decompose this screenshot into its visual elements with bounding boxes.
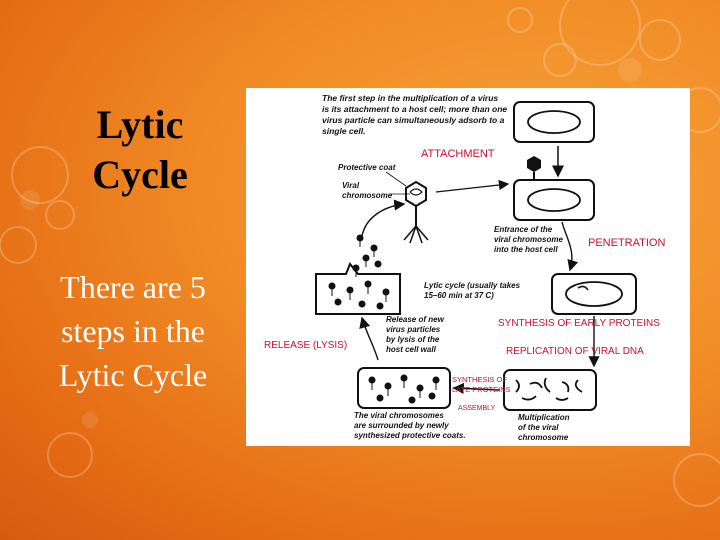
lysing-cell [315,234,401,315]
label-surrounded: The viral chromosomes are surrounded by … [354,411,466,440]
body-line: There are 5 [60,269,206,305]
arrow [359,316,379,361]
diagram-svg: The first step in the multiplication of … [264,93,665,442]
arrow [452,382,501,395]
label-viral-chromosome: Viral chromosome [342,181,393,200]
label-entrance: Entrance of the viral chromosome into th… [494,225,565,254]
step-penetration: PENETRATION [588,237,665,249]
step-synthesis-early: SYNTHESIS OF EARLY PROTEINS [498,318,660,329]
assembled-cell [357,367,451,409]
intro-text: The first step in the multiplication of … [322,93,510,136]
label-protective-coat: Protective coat [338,163,396,172]
host-cell-1 [513,101,595,143]
title-line: Lytic [96,102,184,147]
host-cell-2 [513,156,595,221]
host-cell-3 [551,273,637,315]
slide-title: Lytic Cycle [40,100,240,200]
arrow [361,199,406,237]
multiplication-cell [503,369,597,411]
slide-body-text: There are 5 steps in the Lytic Cycle [28,265,238,397]
label-lytic-cycle: Lytic cycle (usually takes 15–60 min at … [424,281,522,300]
arrow [435,179,510,193]
step-synthesis-late: SYNTHESIS OF LATE PROTEINS [452,375,511,394]
step-replication: REPLICATION OF VIRAL DNA [506,346,644,357]
step-attachment: ATTACHMENT [421,148,495,160]
arrow [561,221,579,272]
body-line: steps in the [61,313,205,349]
title-line: Cycle [92,152,188,197]
phage-icon [403,180,429,244]
step-release: RELEASE (LYSIS) [264,340,347,351]
lytic-cycle-diagram: The first step in the multiplication of … [246,88,690,446]
step-assembly: ASSEMBLY [458,405,496,412]
body-line: Lytic Cycle [58,357,208,393]
label-multiplication: Multiplication of the viral chromosome [518,413,572,442]
label-release: Release of new virus particles by lysis … [386,315,446,354]
